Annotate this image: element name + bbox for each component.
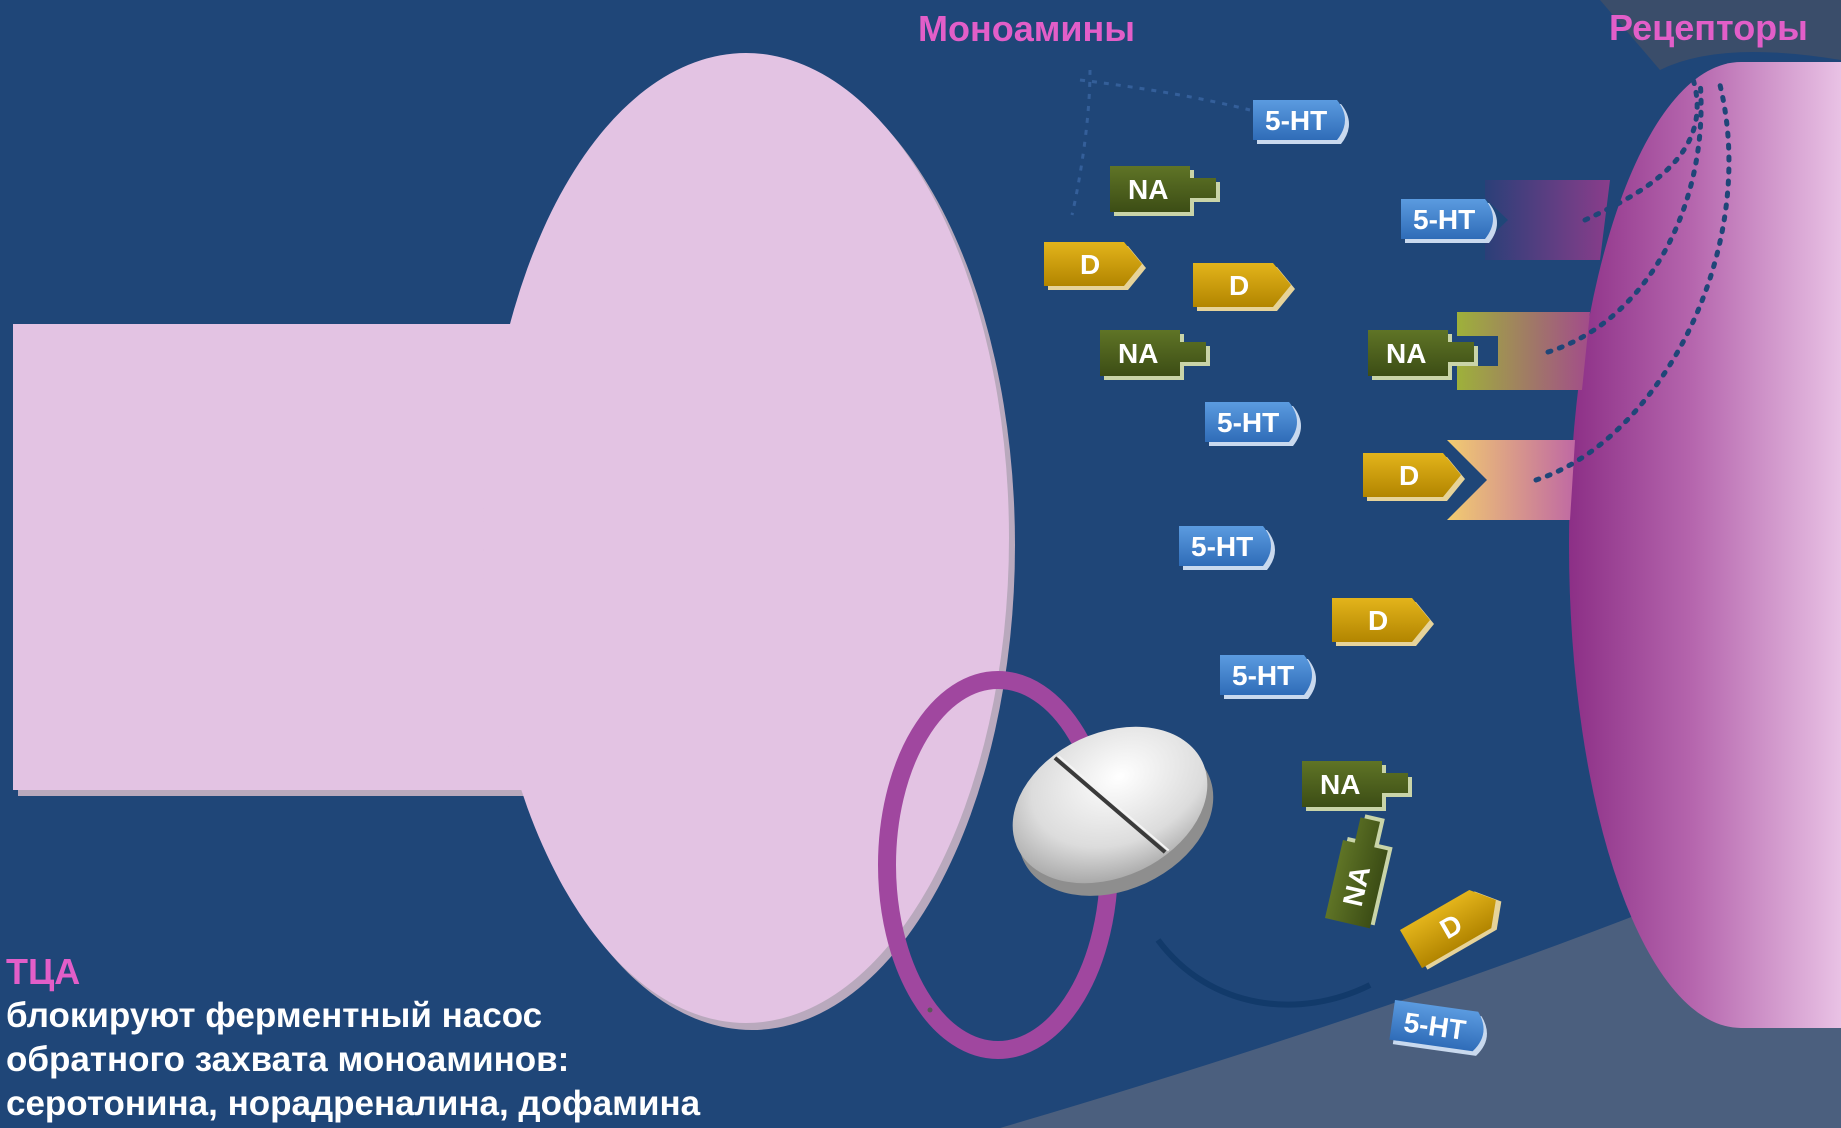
tag-serotonin-10: 5-HT <box>1179 526 1275 570</box>
presynaptic-neuron <box>13 53 1015 1030</box>
receptor-port-d <box>1447 440 1575 520</box>
tag-label: NA <box>1118 338 1158 369</box>
receptors-title: Рецепторы <box>1609 7 1808 49</box>
reuptake-channel-curve <box>1158 940 1370 1005</box>
caption-line-3: серотонина, норадреналина, дофамина <box>6 1082 700 1126</box>
tag-noradrenaline-13: NA <box>1302 761 1412 811</box>
tag-label: D <box>1368 605 1388 636</box>
tag-label: D <box>1080 249 1100 280</box>
tag-serotonin-4: 5-HT <box>1401 199 1497 243</box>
tca-pill-icon <box>987 697 1239 926</box>
tag-label: 5-HT <box>1413 204 1475 235</box>
tag-dopamine-11: D <box>1332 598 1434 646</box>
tag-label: NA <box>1386 338 1426 369</box>
tag-label: 5-HT <box>1265 105 1327 136</box>
tag-label: D <box>1229 270 1249 301</box>
caption-line-2: обратного захвата моноаминов: <box>6 1038 700 1082</box>
tag-serotonin-12: 5-HT <box>1220 655 1316 699</box>
tag-label: NA <box>1320 769 1360 800</box>
pump-dot <box>928 1008 933 1013</box>
tag-label: 5-HT <box>1217 407 1279 438</box>
tag-dopamine-9: D <box>1363 453 1465 501</box>
caption-line-1: блокируют ферментный насос <box>6 994 700 1038</box>
tag-label: NA <box>1128 174 1168 205</box>
receptor-port-5ht <box>1485 180 1610 260</box>
monoamines-title: Моноамины <box>918 8 1135 50</box>
tca-caption: ТЦА блокируют ферментный насос обратного… <box>6 950 700 1126</box>
tag-noradrenaline-2: NA <box>1110 166 1220 216</box>
tag-label: 5-HT <box>1232 660 1294 691</box>
tag-serotonin-8: 5-HT <box>1205 402 1301 446</box>
tag-label: D <box>1399 460 1419 491</box>
tag-dopamine-15: D <box>1400 879 1512 972</box>
tag-dopamine-3: D <box>1044 242 1146 290</box>
tag-label: 5-HT <box>1191 531 1253 562</box>
tag-serotonin-1: 5-HT <box>1253 100 1349 144</box>
tag-noradrenaline-6: NA <box>1100 330 1210 380</box>
tag-noradrenaline-14: NA <box>1325 811 1398 929</box>
caption-title: ТЦА <box>6 950 700 994</box>
tag-dopamine-5: D <box>1193 263 1295 311</box>
